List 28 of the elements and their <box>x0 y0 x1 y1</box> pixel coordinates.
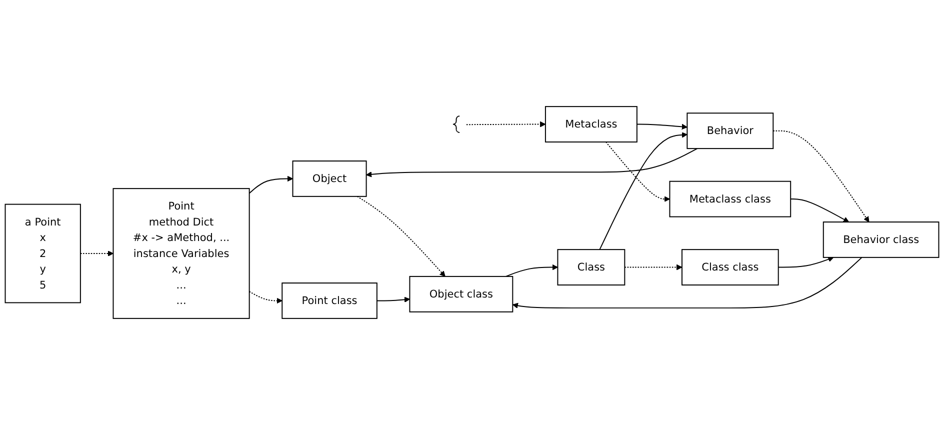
arrow <box>512 256 862 308</box>
node-box: Metaclass <box>544 106 638 142</box>
arrow <box>466 121 546 128</box>
arrow <box>605 142 670 202</box>
arrow <box>636 124 688 130</box>
arrow <box>248 176 294 194</box>
node-box: a Point x 2 y 5 <box>4 204 81 304</box>
arrow <box>624 264 682 270</box>
node-brace <box>452 116 460 133</box>
node-box: Behavior class <box>822 222 940 258</box>
arrow <box>790 198 850 222</box>
arrow <box>248 291 282 304</box>
node-box: Behavior <box>686 112 774 150</box>
node-box: Object <box>292 160 367 197</box>
node-box: Metaclass class <box>669 180 792 218</box>
arrow <box>80 250 114 256</box>
arrow <box>778 256 834 268</box>
node-box: Object class <box>409 276 514 312</box>
arrow <box>772 130 870 222</box>
node-box: Class class <box>682 249 779 286</box>
arrow <box>376 296 410 303</box>
arrow <box>366 148 698 178</box>
arrow <box>505 264 558 277</box>
arrow <box>599 132 688 250</box>
arrow <box>356 196 446 277</box>
node-box: Point method Dict #x -> aMethod, ... instance Variables x, y ... ... <box>112 188 250 319</box>
node-box: Class <box>557 249 626 286</box>
node-box: Point class <box>282 282 378 319</box>
